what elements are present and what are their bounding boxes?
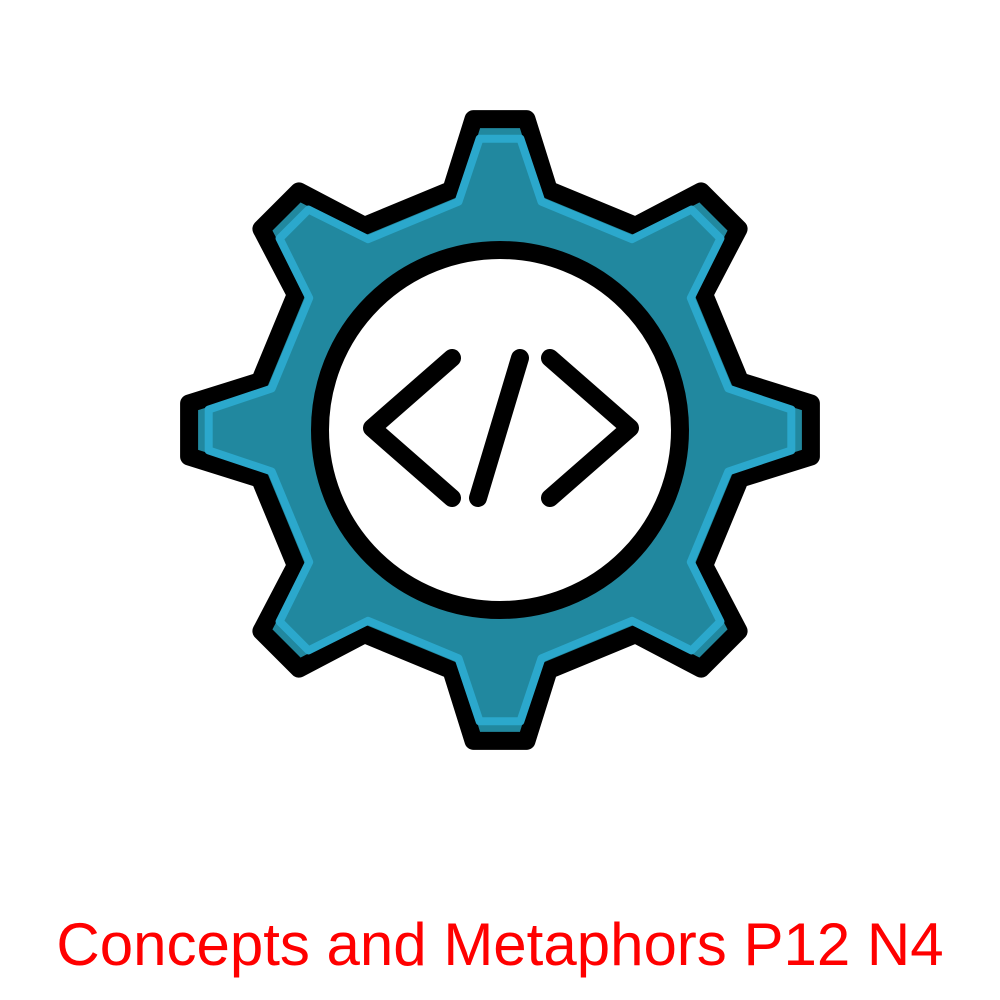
slash [469, 349, 529, 507]
left-angle-bracket [363, 349, 461, 507]
right-angle-bracket [541, 349, 639, 507]
gear-code-icon [180, 110, 820, 750]
caption-text: Concepts and Metaphors P12 N4 [56, 911, 944, 978]
code-brackets-icon [363, 349, 639, 507]
gear-highlight-shape [204, 134, 796, 726]
gear-code-svg [180, 110, 820, 750]
